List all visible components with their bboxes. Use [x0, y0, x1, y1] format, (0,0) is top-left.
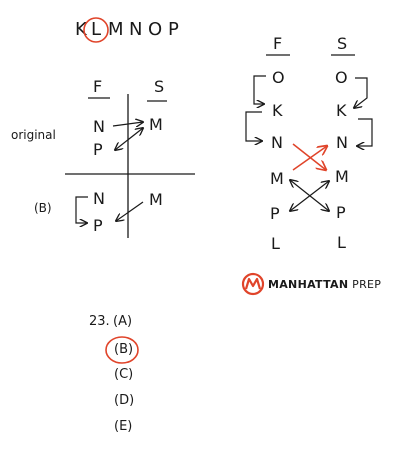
question-number: 23. [89, 314, 110, 329]
option-b-f-n: N [93, 189, 105, 208]
right-f-k: K [272, 101, 283, 120]
right-f-arrow-o-to-k [253, 75, 266, 104]
original-f-n: N [93, 117, 105, 136]
logo-wordmark: MANHATTAN PREP [268, 278, 381, 291]
right-arrow-p-to-m [290, 181, 329, 211]
right-s-l: L [337, 233, 346, 252]
logo-wordmark-light: PREP [352, 278, 382, 291]
right-f-arrow-k-to-n [245, 111, 262, 141]
sequence-letter-l: L [91, 19, 102, 40]
answer-b-circle [105, 336, 139, 364]
right-f-l: L [271, 234, 280, 253]
right-s-n: N [336, 133, 348, 152]
right-s-arrow-k-to-n [357, 118, 373, 146]
left-header-f: F [93, 77, 103, 96]
option-b-arrow-n-to-p [75, 196, 88, 223]
option-b-label: (B) [34, 201, 52, 215]
answer-option-b[interactable]: (B) [114, 342, 134, 357]
right-red-arrow-m-to-n [292, 146, 327, 171]
right-s-o: O [335, 68, 348, 87]
logo-wordmark-bold: MANHATTAN [268, 278, 349, 291]
original-arrow-m-to-p [115, 128, 143, 150]
right-s-m: M [335, 167, 349, 186]
right-f-m: M [270, 169, 284, 188]
right-header-f: F [273, 34, 283, 53]
option-b-arrow-m-to-p [116, 201, 144, 221]
original-arrow-n-to-m [112, 122, 143, 126]
answer-option-d[interactable]: (D) [114, 393, 135, 408]
manhattan-prep-m-logo-icon [241, 272, 265, 296]
original-f-p: P [93, 140, 103, 159]
sequence-letter-o: O [148, 19, 163, 40]
right-f-p: P [270, 204, 280, 223]
sequence-letter-k: K [75, 19, 87, 40]
answer-option-a[interactable]: (A) [113, 314, 133, 329]
option-b-f-p: P [93, 216, 103, 235]
right-s-p: P [336, 203, 346, 222]
original-s-m: M [149, 115, 163, 134]
right-s-k: K [336, 101, 347, 120]
right-header-s: S [337, 34, 348, 53]
answer-option-c[interactable]: (C) [114, 367, 134, 382]
sequence-letter-p: P [168, 19, 179, 40]
sequence-letter-n: N [129, 19, 143, 40]
right-s-arrow-o-to-k [354, 77, 368, 108]
right-red-arrow-n-to-m [292, 143, 326, 170]
answer-option-e[interactable]: (E) [114, 419, 133, 434]
original-label: original [11, 128, 56, 142]
option-b-s-m: M [149, 190, 163, 209]
sequence-letter-m: M [108, 19, 124, 40]
right-f-o: O [272, 68, 285, 87]
sequence-circle [83, 17, 109, 43]
right-f-n: N [271, 133, 283, 152]
left-header-s: S [154, 77, 165, 96]
